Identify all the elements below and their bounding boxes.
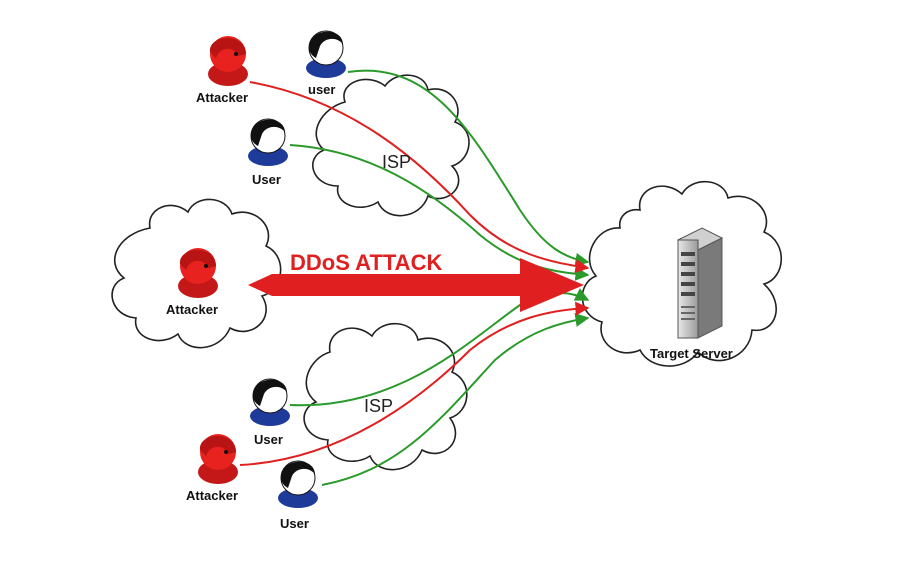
- user-person-icon: [250, 378, 290, 426]
- flow-user-mid: [289, 144, 590, 281]
- flow-attacker-bottom: [239, 301, 590, 466]
- isp-top-cloud: [312, 74, 470, 217]
- attacker-bottom-label: Attacker: [186, 488, 238, 503]
- user-person-icon: [278, 460, 318, 508]
- user-person-icon: [248, 118, 288, 166]
- user-person-icon: [306, 30, 346, 78]
- flow-user-top: [347, 69, 590, 267]
- target-server-label: Target Server: [650, 346, 733, 361]
- server-tower-icon: [676, 227, 724, 339]
- user-mid-label: User: [252, 172, 281, 187]
- flow-attacker-top: [249, 81, 590, 273]
- isp-top-label: ISP: [382, 152, 411, 172]
- attacker-top-label: Attacker: [196, 90, 248, 105]
- user-bottom-1-label: User: [254, 432, 283, 447]
- attacker-middle-label: Attacker: [166, 302, 218, 317]
- user-bottom-2-label: User: [280, 516, 309, 531]
- attacker-person-icon: [198, 434, 238, 484]
- ddos-attack-title: DDoS ATTACK: [290, 250, 442, 275]
- attacker-person-icon: [178, 248, 218, 298]
- ddos-attack-arrow: [248, 258, 584, 312]
- isp-bottom-label: ISP: [364, 396, 393, 416]
- isp-bottom-cloud: [303, 322, 468, 471]
- flow-user-bottom-2: [321, 312, 590, 486]
- attacker-person-icon: [208, 36, 248, 86]
- user-top-label: user: [308, 82, 335, 97]
